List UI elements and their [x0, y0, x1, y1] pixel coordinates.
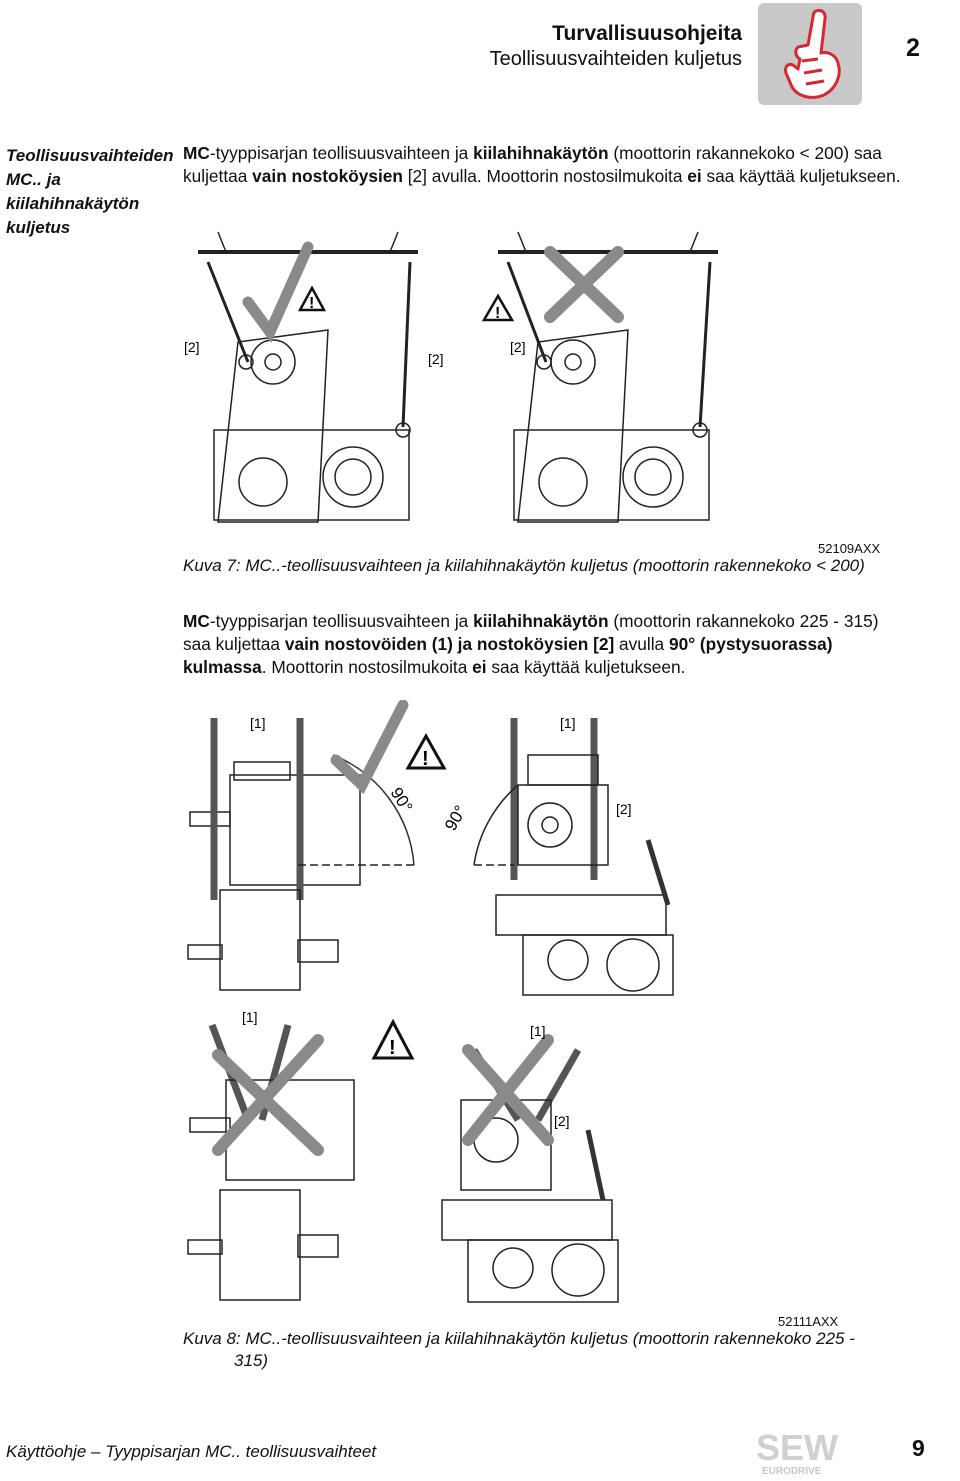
svg-text:90°: 90°: [387, 784, 417, 816]
svg-text:!: !: [495, 305, 500, 322]
svg-text:[2]: [2]: [184, 339, 200, 355]
figure7-caption: Kuva 7: MC..-teollisuusvaihteen ja kiila…: [183, 556, 865, 575]
svg-text:[1]: [1]: [560, 715, 576, 731]
figure8-code: 52111AXX: [778, 1314, 839, 1329]
header-title: Turvallisuusohjeita: [552, 22, 742, 45]
figure8-drawing: ! ! 90° 90° [1] [1] [2] [1] [1] [2]: [187, 700, 674, 1303]
svg-text:[2]: [2]: [616, 801, 632, 817]
warning-icon: !: [297, 285, 327, 312]
figure8-caption-line2: 315): [234, 1351, 269, 1370]
svg-text:!: !: [309, 295, 314, 312]
svg-text:90°: 90°: [441, 802, 470, 834]
chapter-number: 2: [906, 34, 920, 62]
figure8-caption-line1: Kuva 8: MC..-teollisuusvaihteen ja kiila…: [183, 1329, 855, 1348]
header-subtitle: Teollisuusvaihteiden kuljetus: [489, 48, 742, 70]
footer-text: Käyttöohje – Tyyppisarjan MC.. teollisuu…: [6, 1442, 377, 1461]
svg-text:[1]: [1]: [530, 1023, 546, 1039]
section2-paragraph: MC-tyyppisarjan teollisuusvaihteen ja ki…: [183, 611, 879, 677]
figure7-drawing: ! ! [2] [2] [2]: [184, 231, 718, 523]
svg-text:[1]: [1]: [250, 715, 266, 731]
svg-text:[2]: [2]: [510, 339, 526, 355]
svg-text:EURODRIVE: EURODRIVE: [762, 1466, 822, 1476]
svg-text:[1]: [1]: [242, 1009, 258, 1025]
figure7-code: 52109AXX: [818, 541, 881, 556]
section1-paragraph: MC-tyyppisarjan teollisuusvaihteen ja ki…: [183, 143, 901, 186]
page-number: 9: [912, 1435, 925, 1461]
svg-text:[2]: [2]: [554, 1113, 570, 1129]
svg-text:[2]: [2]: [428, 351, 444, 367]
svg-text:SEW: SEW: [756, 1427, 838, 1468]
svg-text:!: !: [422, 748, 429, 770]
sidebar-heading: Teollisuusvaihteiden MC.. ja kiilahihnak…: [6, 146, 174, 237]
pointing-hand-icon: [758, 3, 862, 105]
sew-eurodrive-logo: SEW EURODRIVE: [752, 1426, 860, 1477]
svg-text:!: !: [389, 1037, 396, 1059]
